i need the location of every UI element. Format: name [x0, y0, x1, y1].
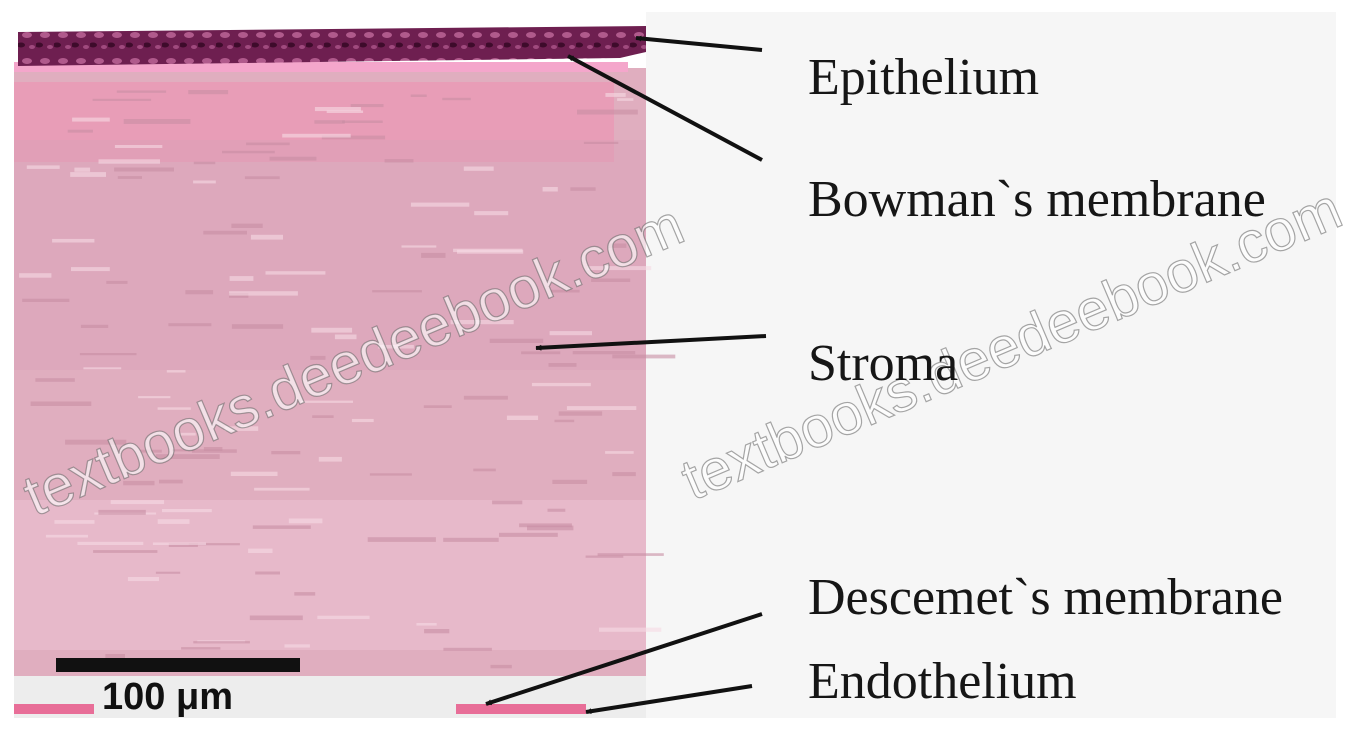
scale-bar: [56, 658, 300, 672]
label-bowman: Bowman`s membrane: [808, 174, 1266, 226]
label-epithelium: Epithelium: [808, 52, 1039, 104]
label-descemet: Descemet`s membrane: [808, 572, 1283, 624]
epithelium-layer: [18, 26, 646, 66]
label-endothelium: Endothelium: [808, 656, 1077, 708]
scale-bar-label: 100 μm: [102, 676, 233, 719]
endothelium-layer: [14, 704, 94, 714]
label-stroma: Stroma: [808, 338, 958, 390]
endothelium-layer-right: [456, 704, 586, 714]
